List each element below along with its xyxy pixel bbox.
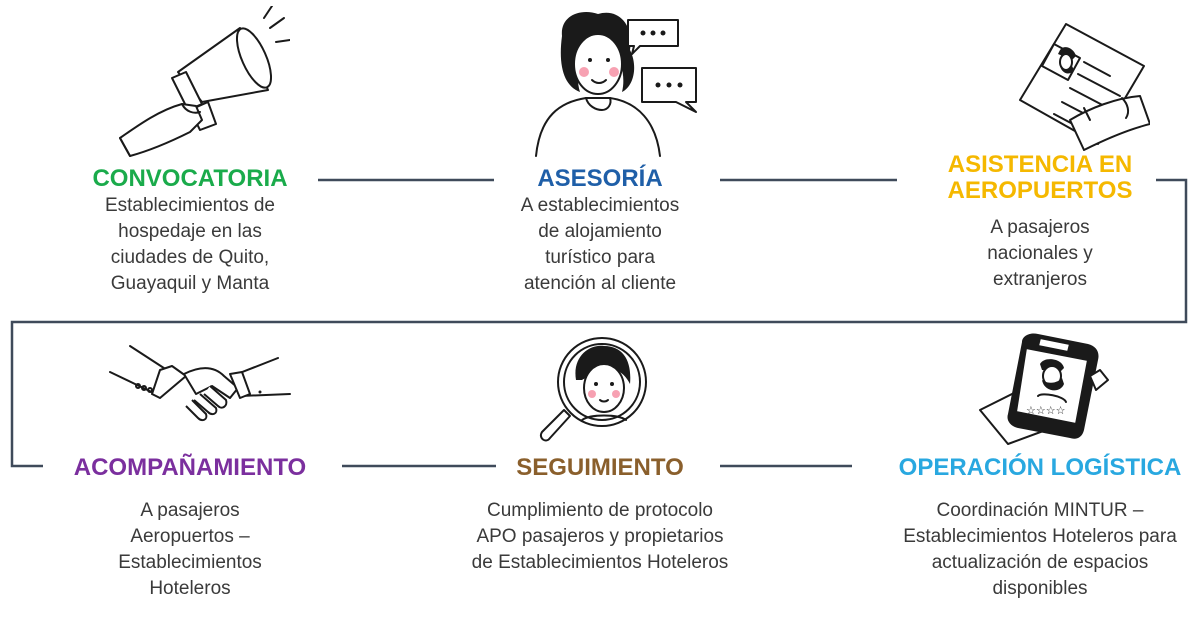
step-title: ASESORÍA — [537, 165, 663, 192]
step-seguimiento: SEGUIMIENTO Cumplimiento de protocolo AP… — [470, 330, 730, 620]
step-title: CONVOCATORIA — [92, 165, 288, 192]
description-line: Guayaquil y Manta — [110, 273, 270, 294]
step-description: Establecimientos de hospedaje en las ciu… — [60, 193, 320, 297]
description-line: de alojamiento — [538, 221, 662, 242]
description-line: disponibles — [992, 578, 1088, 599]
step-asesoria: ASESORÍA A establecimientos de alojamien… — [470, 0, 730, 330]
step-description: A pasajeros nacionales y extranjeros — [910, 215, 1170, 293]
description-line: extranjeros — [993, 269, 1087, 290]
step-operacion-logistica: ☆☆☆☆ OPERACIÓN LOGÍSTICA Coordinación MI… — [890, 330, 1190, 620]
description-line: Coordinación MINTUR – — [936, 500, 1144, 521]
document-hand-icon — [1019, 23, 1150, 151]
clipboard-rating-icon: ☆☆☆☆ — [979, 333, 1109, 445]
description-line: Aeropuertos – — [130, 526, 250, 547]
description-line: hospedaje en las — [118, 221, 262, 242]
description-line: actualización de espacios — [931, 552, 1149, 573]
description-line: Cumplimiento de protocolo — [486, 500, 713, 521]
description-line: A establecimientos — [520, 195, 680, 216]
megaphone-icon — [119, 6, 290, 157]
description-line: nacionales y — [987, 243, 1093, 264]
connector-3-right — [10, 178, 1188, 468]
step-acompanamiento: ACOMPAÑAMIENTO A pasajeros Aeropuertos –… — [60, 330, 320, 620]
step-description: A pasajeros Aeropuertos – Establecimient… — [60, 498, 320, 602]
description-line: turístico para — [545, 247, 655, 268]
description-line: Establecimientos — [118, 552, 262, 573]
svg-text:☆☆☆☆: ☆☆☆☆ — [1026, 404, 1066, 417]
description-line: Hoteleros — [149, 578, 231, 599]
description-line: A pasajeros — [990, 217, 1090, 238]
description-line: ciudades de Quito, — [110, 247, 270, 268]
title-line: ASISTENCIA EN — [947, 151, 1133, 178]
description-line: Establecimientos de — [104, 195, 276, 216]
person-chat-icon — [535, 12, 697, 157]
step-description: Coordinación MINTUR – Establecimientos H… — [880, 498, 1197, 602]
step-description: A establecimientos de alojamiento turíst… — [470, 193, 730, 297]
description-line: atención al cliente — [523, 273, 677, 294]
step-title: OPERACIÓN LOGÍSTICA — [898, 454, 1182, 481]
step-title: ACOMPAÑAMIENTO — [73, 454, 307, 481]
handshake-icon — [109, 345, 291, 422]
description-line: APO pasajeros y propietarios — [476, 526, 724, 547]
step-convocatoria: CONVOCATORIA Establecimientos de hospeda… — [60, 0, 320, 330]
magnifier-person-icon — [540, 337, 647, 442]
step-asistencia-aeropuertos: ASISTENCIA EN AEROPUERTOS A pasajeros na… — [910, 0, 1170, 330]
step-description: Cumplimiento de protocolo APO pasajeros … — [440, 498, 760, 576]
description-line: Establecimientos Hoteleros para — [903, 526, 1177, 547]
title-line: AEROPUERTOS — [947, 177, 1133, 204]
step-title: SEGUIMIENTO — [516, 454, 684, 481]
description-line: de Establecimientos Hoteleros — [471, 552, 729, 573]
step-title: ASISTENCIA EN AEROPUERTOS — [910, 152, 1170, 204]
description-line: A pasajeros — [140, 500, 240, 521]
